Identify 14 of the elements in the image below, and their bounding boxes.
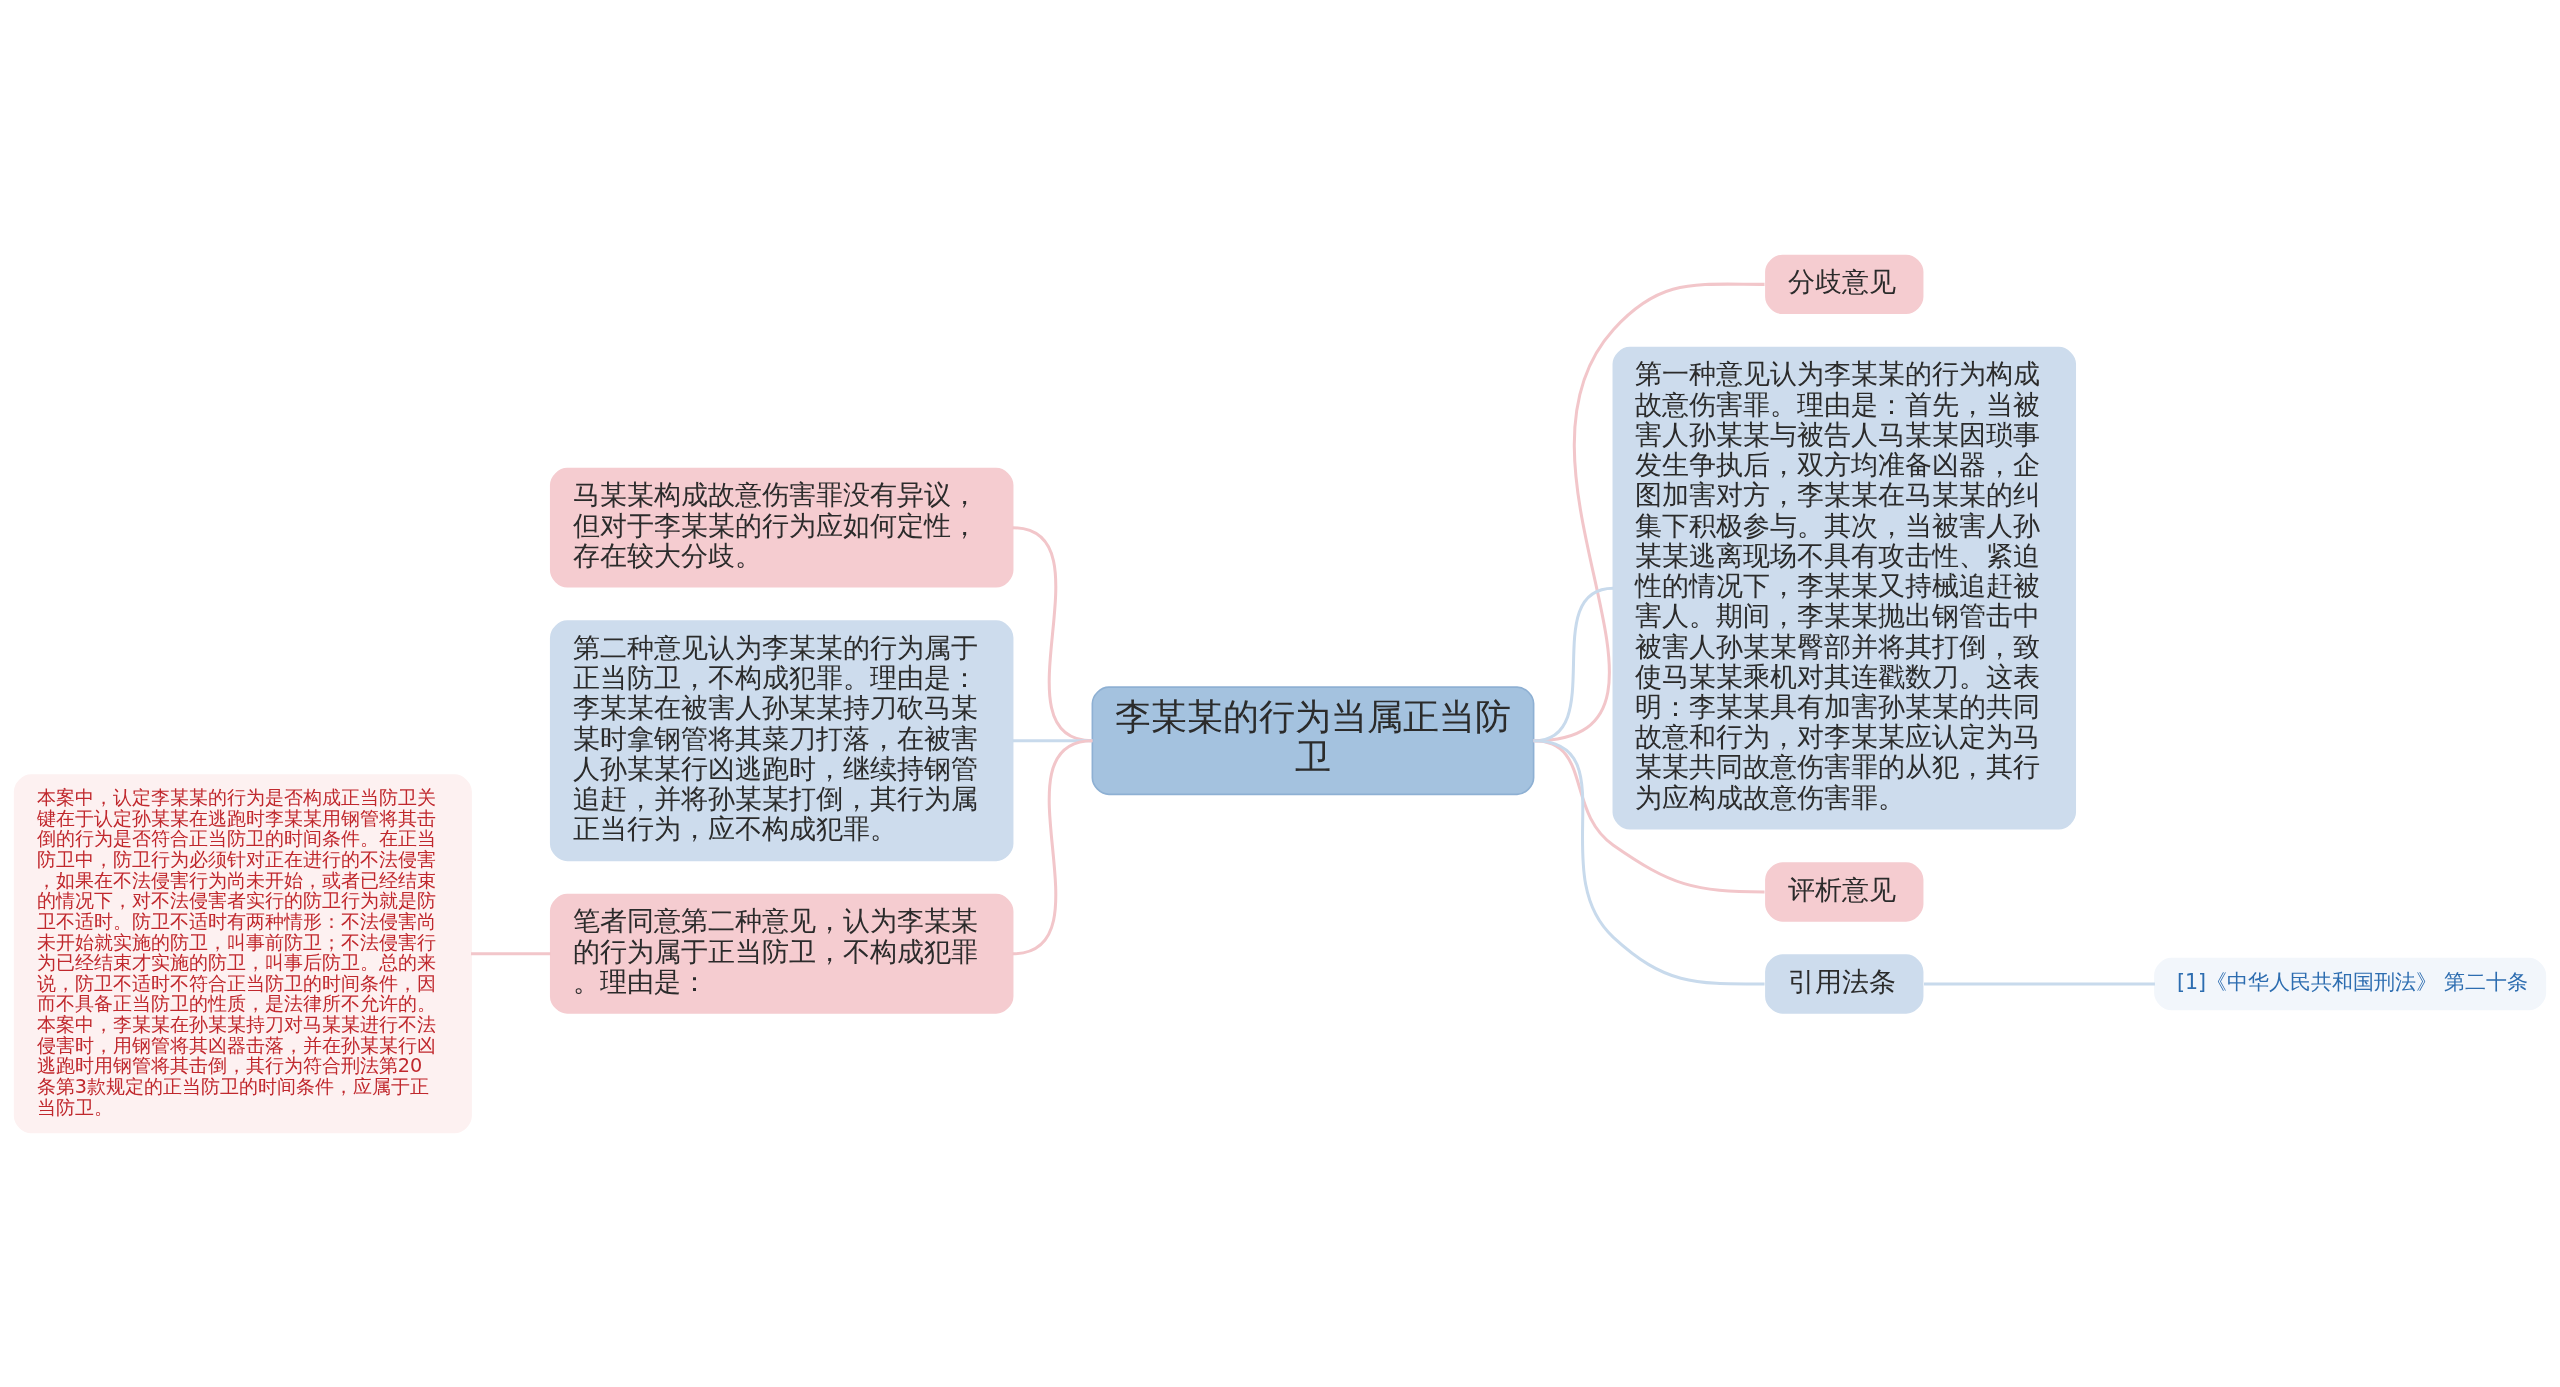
node-box: 第二种意见认为李某某的行为属于正当防卫，不构成犯罪。理由是：李某某在被害人孙某某持刀砍马某某时拿钢管将其菜刀打落，在被害人孙某某行凶逃跑时，继续持钢管追赶，并将孙某某打倒，其行为属正当行为，应不构成犯罪。 (549, 619, 1014, 861)
node-box: 李某某的行为当属正当防卫 (1091, 685, 1535, 795)
node-box: [1]《中华人民共和国刑法》 第二十条 (2154, 957, 2547, 1010)
node-box: 笔者同意第二种意见，认为李某某的行为属于正当防卫，不构成犯罪。理由是： (549, 893, 1014, 1014)
node-box: 评析意见 (1765, 861, 1924, 922)
connector (1924, 982, 2155, 986)
connector (471, 951, 551, 955)
node-box: 本案中，认定李某某的行为是否构成正当防卫关键在于认定孙某某在逃跑时李某某用钢管将其击倒的行为是否符合正当防卫的时间条件。在正当防卫中，防卫行为必须针对正在进行的不法侵害，如果在不法侵害行为尚未开始，或者已经结束的情况下，对不法侵害者实行的防卫行为就是防卫不适时。防卫不适时有两种情形：不法侵害尚未开始就实施的防卫，叫事前防卫；不法侵害行为已经结束才实施的防卫，叫事后防卫。总的来说，防卫不适时不符合正当防卫的时间条件，因而不具备正当防卫的性质，是法律所不允许的。本案中，李某某在孙某某持刀对马某某进行不法侵害时，用钢管将其凶器击落，并在孙某某行凶逃跑时用钢管将其击倒，其行为符合刑法第20条第3款规定的正当防卫的时间条件，应属于正当防卫。 (13, 773, 472, 1133)
node-box: 马某某构成故意伤害罪没有异议，但对于李某某的行为应如何定性，存在较大分歧。 (549, 467, 1014, 588)
node-box: 分歧意见 (1765, 254, 1924, 314)
node-box: 第一种意见认为李某某的行为构成故意伤害罪。理由是：首先，当被害人孙某某与被告人马某某因琐事发生争执后，双方均准备凶器，企图加害对方，李某某在马某某的纠集下积极参与。其次，当被害人孙某某逃离现场不具有攻击性、紧迫性的情况下，李某某又持械追赶被害人。期间，李某某抛出钢管击中被害人孙某某臀部并将其打倒，致使马某某乘机对其连戳数刀。这表明：李某某具有加害孙某某的共同故意和行为，对李某某应认定为马某某共同故意伤害罪的从犯，其行为应构成故意伤害罪。 (1612, 346, 2077, 830)
node-box: 引用法条 (1765, 953, 1924, 1014)
connector (1533, 738, 1765, 986)
connector (1012, 738, 1093, 955)
